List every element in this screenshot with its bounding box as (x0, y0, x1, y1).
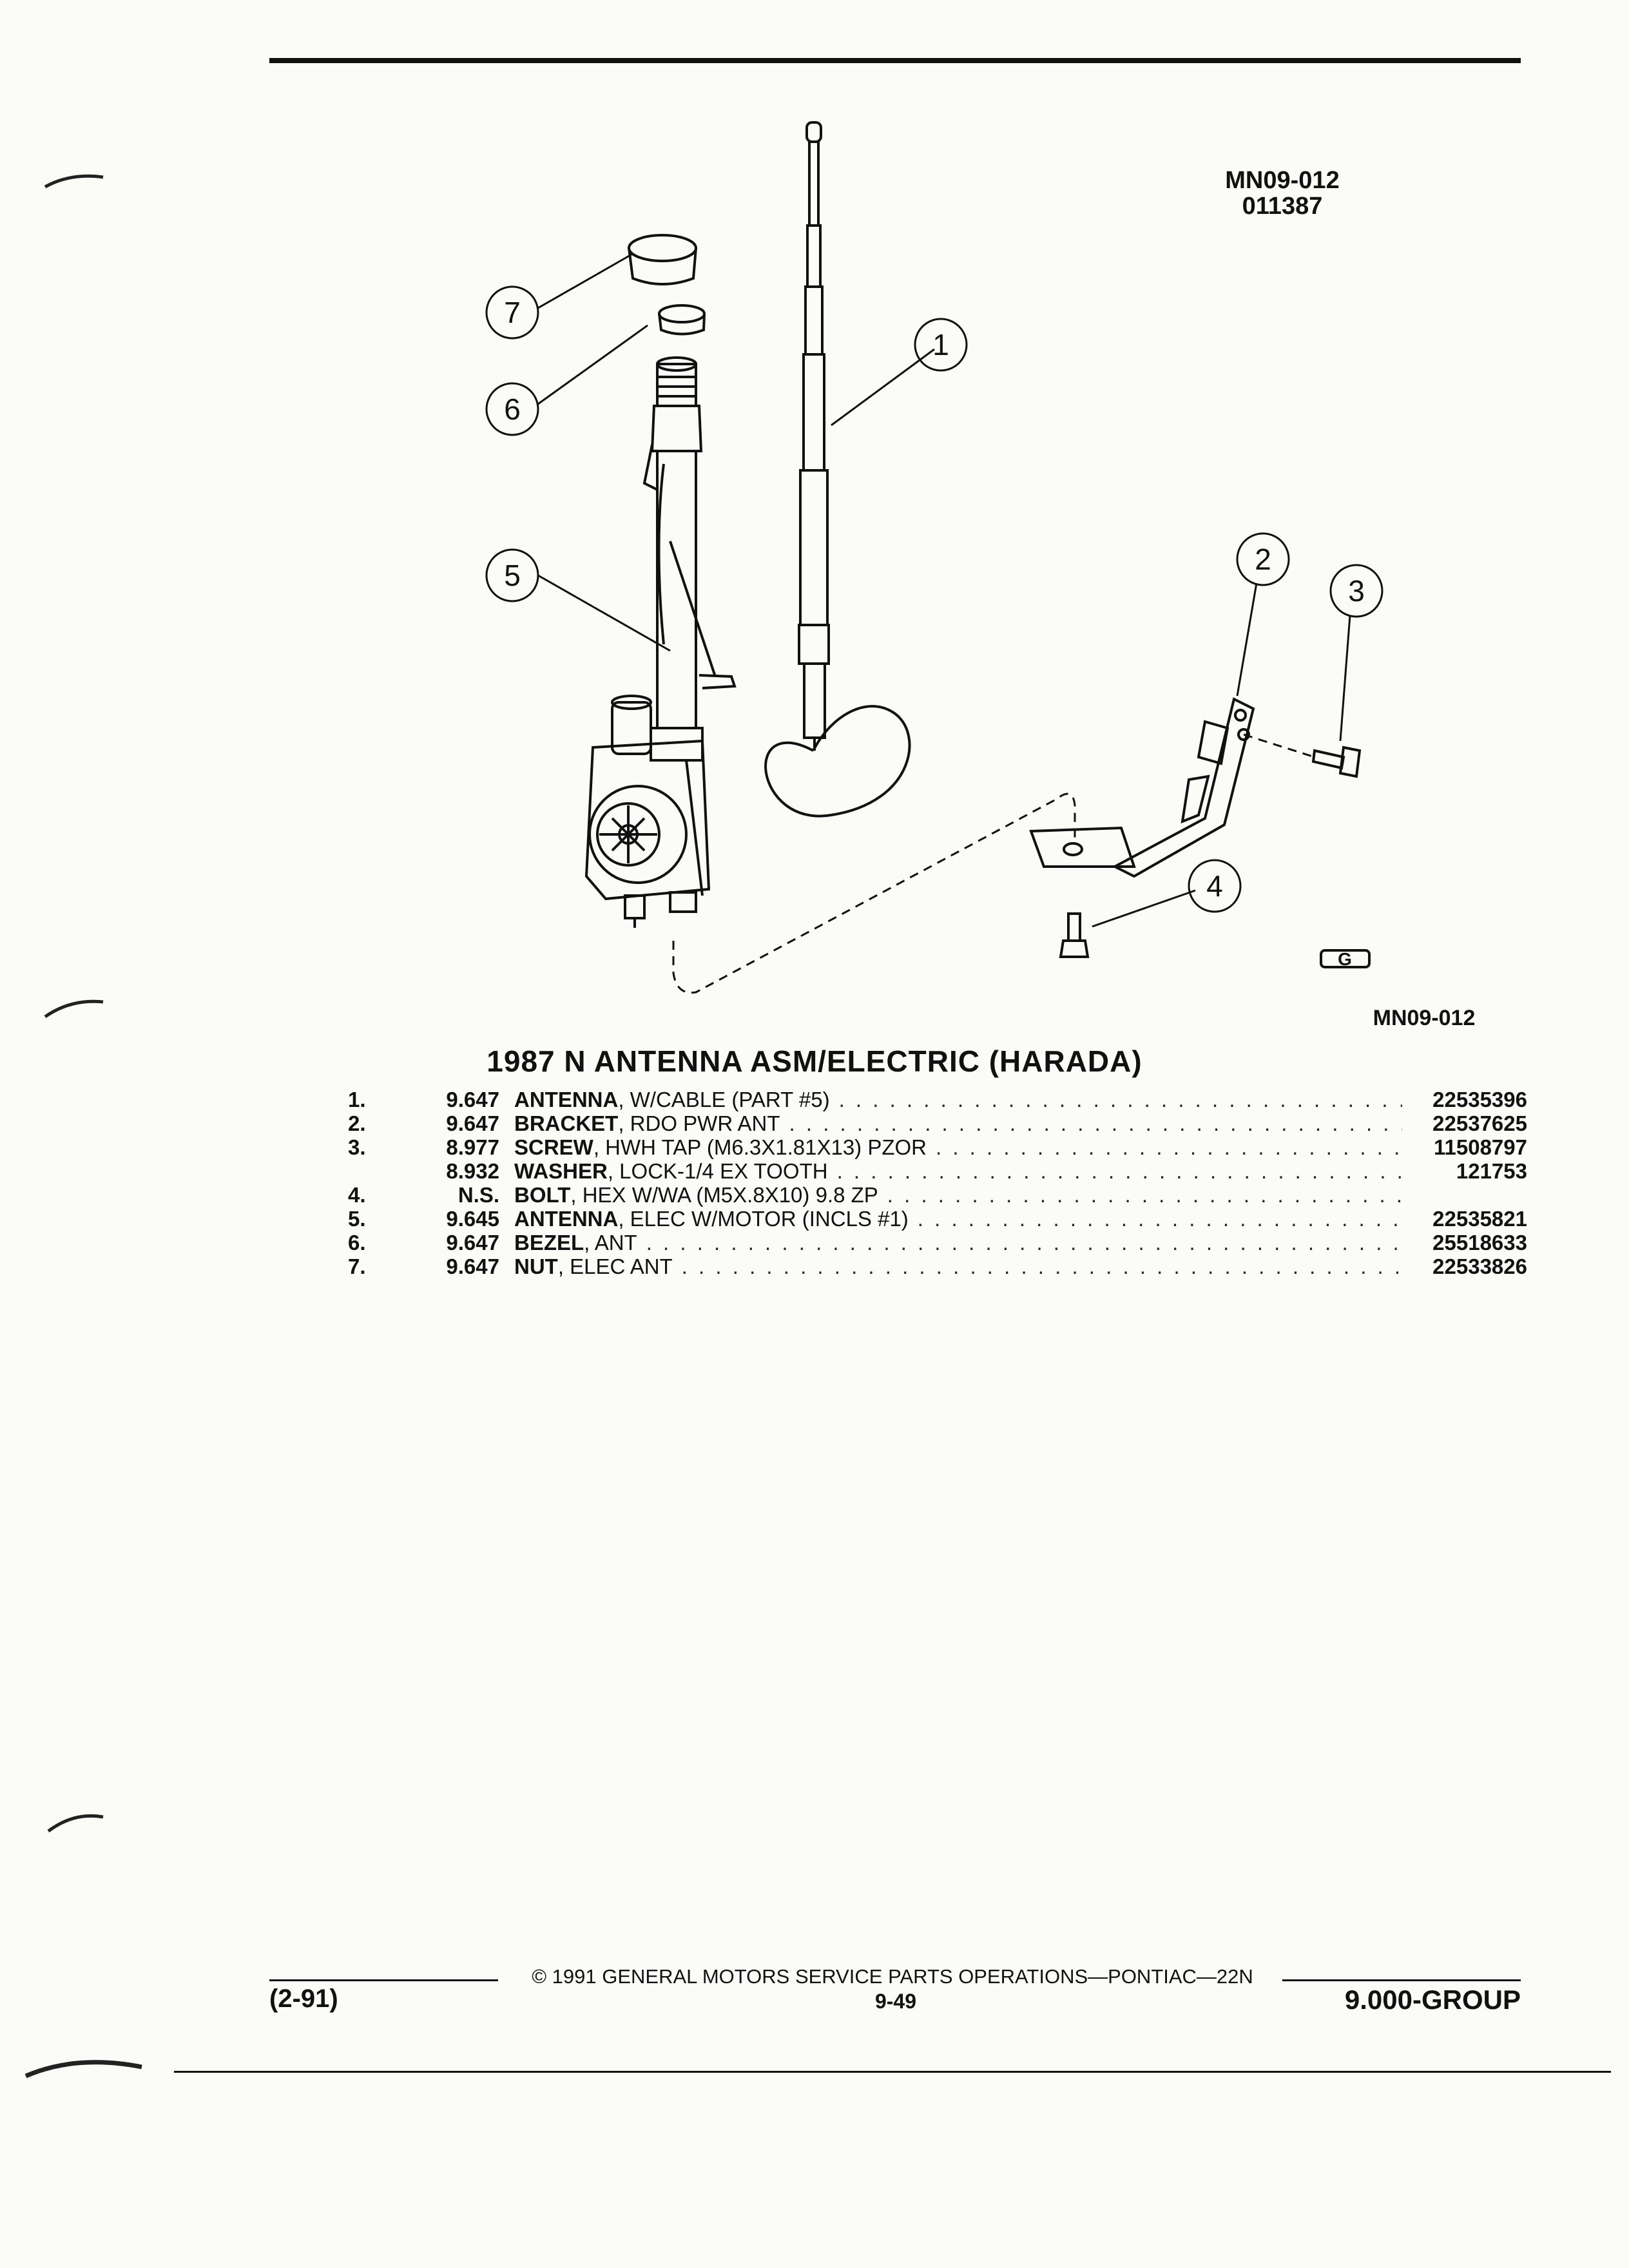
callout-3: 3 (1348, 574, 1365, 608)
parts-row: 2. 9.647 BRACKET , RDO PWR ANT 22537625 (348, 1111, 1527, 1135)
part-number: 22537625 (1432, 1111, 1527, 1135)
bezel (628, 234, 697, 285)
callout-6: 6 (504, 392, 521, 426)
bracket (1029, 697, 1255, 878)
callout-4: 4 (1206, 869, 1223, 903)
item-number: 3. (348, 1135, 366, 1159)
item-number: 7. (348, 1254, 366, 1278)
callout-5: 5 (504, 559, 521, 592)
group-number: 9.647 (446, 1231, 499, 1254)
antenna-mast (764, 121, 911, 818)
parts-row: 6. 9.647 BEZEL , ANT 25518633 (348, 1231, 1527, 1254)
leader-dots (682, 1254, 1402, 1278)
leader-dots (936, 1135, 1402, 1159)
part-number: 22533826 (1432, 1254, 1527, 1278)
leader-dots (837, 1159, 1402, 1183)
part-detail: , HWH TAP (M6.3X1.81X13) PZOR (593, 1135, 927, 1159)
diagram-code: MN09-012 (1225, 167, 1340, 194)
top-rule (269, 58, 1521, 63)
part-number: 25518633 (1432, 1231, 1527, 1254)
group-number: 8.977 (446, 1135, 499, 1159)
item-number: 4. (348, 1183, 366, 1207)
revision-date: (2-91) (269, 1984, 338, 2013)
part-detail: , LOCK-1/4 EX TOOTH (607, 1159, 828, 1183)
item-number: 1. (348, 1088, 366, 1111)
part-number: 22535396 (1432, 1088, 1527, 1111)
part-number: 121753 (1456, 1159, 1527, 1183)
leader-dots (887, 1183, 1402, 1207)
part-name: BEZEL (514, 1231, 584, 1254)
page-title: 1987 N ANTENNA ASM/ELECTRIC (HARADA) (487, 1044, 1142, 1078)
footer-rule-left (269, 1979, 498, 1981)
part-detail: , RDO PWR ANT (618, 1111, 780, 1135)
diagram-date: 011387 (1242, 193, 1323, 220)
part-name: NUT (514, 1254, 558, 1278)
part-detail: , W/CABLE (PART #5) (618, 1088, 830, 1111)
part-name: SCREW (514, 1135, 593, 1159)
leader-dots (789, 1111, 1402, 1135)
group-number: 9.647 (446, 1088, 499, 1111)
parts-row: 3. 8.977 SCREW , HWH TAP (M6.3X1.81X13) … (348, 1135, 1527, 1159)
bolt (1059, 912, 1090, 958)
part-name: ANTENNA (514, 1088, 619, 1111)
parts-list: 1. 9.647 ANTENNA , W/CABLE (PART #5) 225… (348, 1088, 1527, 1278)
leader-dots (646, 1231, 1402, 1254)
leader-lines (537, 253, 1351, 928)
group-number: 9.645 (446, 1207, 499, 1231)
copyright-line: © 1991 GENERAL MOTORS SERVICE PARTS OPER… (532, 1965, 1253, 1988)
gm-logo: G (1320, 949, 1371, 969)
leader-dots (839, 1088, 1402, 1111)
parts-row: 8.932 WASHER , LOCK-1/4 EX TOOTH 121753 (348, 1159, 1527, 1183)
part-detail: , ELEC ANT (557, 1254, 673, 1278)
part-detail: , ELEC W/MOTOR (INCLS #1) (618, 1207, 909, 1231)
parts-row: 1. 9.647 ANTENNA , W/CABLE (PART #5) 225… (348, 1088, 1527, 1111)
part-number: 22535821 (1432, 1207, 1527, 1231)
group-number: 8.932 (446, 1159, 499, 1183)
part-name: ANTENNA (514, 1207, 619, 1231)
antenna-exploded-diagram: G 1 2 3 4 5 6 7 (485, 121, 1383, 994)
parts-row: 5. 9.645 ANTENNA , ELEC W/MOTOR (INCLS #… (348, 1207, 1527, 1231)
svg-text:G: G (1338, 949, 1352, 969)
group-label: 9.000-GROUP (1344, 1984, 1521, 2015)
leader-dots (918, 1207, 1402, 1231)
parts-row: 4. N.S. BOLT , HEX W/WA (M5X.8X10) 9.8 Z… (348, 1183, 1527, 1207)
group-number: 9.647 (446, 1111, 499, 1135)
callout-7: 7 (504, 296, 521, 329)
item-number: 5. (348, 1207, 366, 1231)
callout-1: 1 (932, 328, 949, 361)
part-detail: , ANT (584, 1231, 637, 1254)
motor-antenna-assembly (584, 356, 737, 928)
nut (658, 304, 706, 336)
item-number: 6. (348, 1231, 366, 1254)
page-number: 9-49 (874, 1990, 917, 2013)
callout-2: 2 (1255, 543, 1271, 576)
item-number: 2. (348, 1111, 366, 1135)
assembly-path (672, 733, 1315, 994)
callout-circles (485, 285, 1383, 913)
bottom-rule (174, 2071, 1611, 2073)
part-detail: , HEX W/WA (M5X.8X10) 9.8 ZP (570, 1183, 878, 1207)
screw (1311, 745, 1362, 778)
group-number: N.S. (458, 1183, 499, 1207)
part-name: BOLT (514, 1183, 571, 1207)
diagram-code-bottom: MN09-012 (1373, 1006, 1476, 1030)
group-number: 9.647 (446, 1254, 499, 1278)
footer-rule-right (1282, 1979, 1521, 1981)
part-number: 11508797 (1433, 1135, 1527, 1159)
parts-row: 7. 9.647 NUT , ELEC ANT 22533826 (348, 1254, 1527, 1278)
margin-marks (24, 174, 142, 2079)
part-name: BRACKET (514, 1111, 619, 1135)
part-name: WASHER (514, 1159, 608, 1183)
